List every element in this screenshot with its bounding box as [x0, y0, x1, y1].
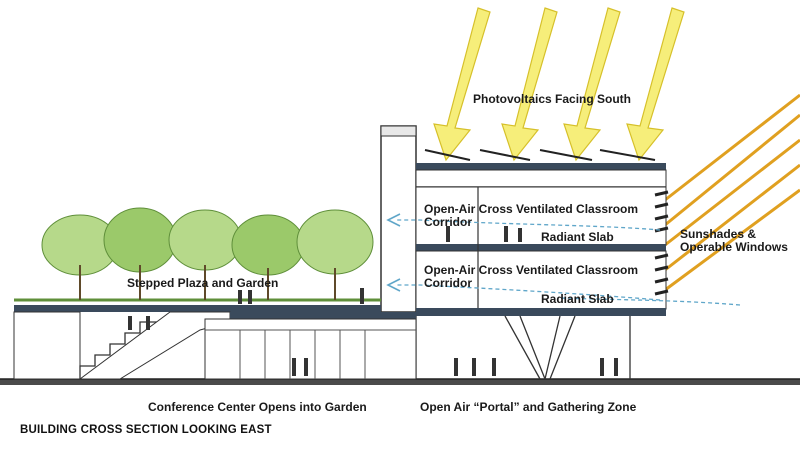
plaza-label: Stepped Plaza and Garden: [127, 276, 279, 290]
airflow-arrowheads: [386, 213, 401, 292]
classroom-lower-label: Open-Air Cross Ventilated Classroom: [424, 263, 639, 277]
conference-center-label: Conference Center Opens into Garden: [148, 400, 367, 414]
radiant-slab-upper-label: Radiant Slab: [541, 230, 614, 244]
radiant-slab-lower-label: Radiant Slab: [541, 292, 614, 306]
airflow-arrows: [395, 219, 741, 306]
ground: [0, 378, 800, 385]
classroom-upper-label: Open-Air Cross Ventilated Classroom: [424, 202, 639, 216]
portal-structure: [415, 315, 631, 380]
sunshades-label-line1: Sunshades &: [680, 227, 757, 241]
photovoltaic-panels: [424, 149, 656, 161]
sun-arrows: [433, 7, 685, 162]
corridor-lower-label: Corridor: [424, 276, 472, 290]
drawing-caption: BUILDING CROSS SECTION LOOKING EAST: [20, 424, 272, 436]
sunshades-label-line2: Operable Windows: [680, 240, 788, 254]
sun-rays-diagonal: [664, 93, 800, 292]
people-figures: [128, 226, 618, 376]
portal-label: Open Air “Portal” and Gathering Zone: [420, 400, 637, 414]
classroom-building: [415, 163, 669, 316]
garden-trees: [41, 207, 374, 300]
photovoltaics-label: Photovoltaics Facing South: [473, 92, 632, 106]
podium: [13, 298, 417, 380]
stair-tower: [380, 125, 417, 313]
corridor-upper-label: Corridor: [424, 215, 472, 229]
